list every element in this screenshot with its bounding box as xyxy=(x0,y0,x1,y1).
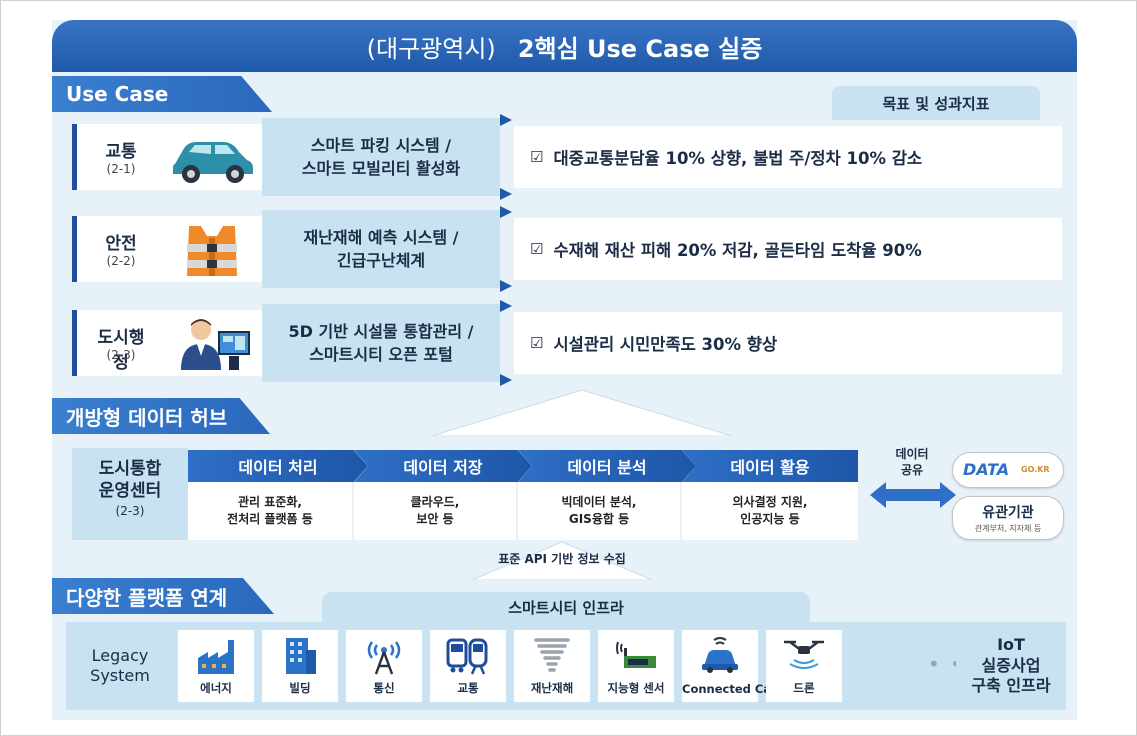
use-case-title-box: 스마트 파킹 시스템 / 스마트 모빌리티 활성화 xyxy=(262,118,500,196)
infra-tile-connected-car: Connected Car xyxy=(682,630,777,702)
double-arrow-icon xyxy=(870,482,956,508)
stage-utilization: 데이터 활용 xyxy=(682,450,858,482)
api-collect-arrow xyxy=(472,542,652,580)
title-prefix: (대구광역시) xyxy=(366,34,496,63)
infra-label: 지능형 센서 xyxy=(607,681,665,695)
bus-train-icon xyxy=(446,638,488,675)
data-portal-badge: DATA GO.KR xyxy=(952,452,1064,488)
diagram-panel: (대구광역시) 2핵심 Use Case 실증 Use Case 목표 및 성과… xyxy=(52,20,1077,720)
checkbox-icon: ☑ xyxy=(530,240,544,258)
infra-label: 드론 xyxy=(793,681,815,695)
operation-center-label: 도시통합 운영센터 xyxy=(98,459,162,502)
car-icon xyxy=(173,142,253,183)
stage-processing: 데이터 처리 xyxy=(188,450,368,482)
use-case-code: (2-2) xyxy=(106,254,136,268)
stage-analysis: 데이터 분석 xyxy=(518,450,696,482)
tornado-icon xyxy=(534,638,570,672)
iot-infra-label: IoT 실증사업 구축 인프라 xyxy=(956,622,1066,710)
use-case-title-box: 재난재해 예측 시스템 / 긴급구난체계 xyxy=(262,210,500,288)
infra-label: 교통 xyxy=(457,681,479,695)
goal-box: ☑ 대중교통분담율 10% 상향, 불법 주/정차 10% 감소 xyxy=(514,126,1062,188)
hub-to-usecase-arrow xyxy=(432,390,732,436)
infra-tile-energy: 에너지 xyxy=(178,630,254,702)
goal-header: 목표 및 성과지표 xyxy=(832,86,1040,120)
data-hub-section-header: 개방형 데이터 허브 xyxy=(52,398,270,434)
flow-arrows xyxy=(500,114,512,200)
stage-desc-box: 의사결정 지원, 인공지능 등 xyxy=(682,482,858,540)
data-sharing-label: 데이터 공유 xyxy=(895,447,929,478)
title-bar: (대구광역시) 2핵심 Use Case 실증 xyxy=(52,20,1077,72)
data-portal-logo: DATA xyxy=(963,460,1010,479)
legacy-system-label: Legacy System xyxy=(90,646,150,685)
use-case-label: 안전 xyxy=(105,234,137,254)
goal-text: 대중교통분담율 10% 상향, 불법 주/정차 10% 감소 xyxy=(553,149,923,168)
api-note: 표준 API 기반 정보 수집 xyxy=(498,552,626,566)
stage-desc-box: 클라우드, 보안 등 xyxy=(354,482,516,540)
use-case-label-box: 도시행정 (2-3) xyxy=(72,310,266,376)
use-case-code: (2-3) xyxy=(106,348,136,362)
infra-label: 통신 xyxy=(373,681,395,695)
goal-box: ☑ 수재해 재산 피해 20% 저감, 골든타임 도착율 90% xyxy=(514,218,1062,280)
use-case-title: 5D 기반 시설물 통합관리 / 스마트시티 오픈 포털 xyxy=(288,321,474,364)
life-vest-icon xyxy=(187,226,237,276)
use-case-row-traffic: 교통 (2-1) 스마트 파킹 시스템 / 스마트 모빌리티 활성화 ☑ 대중교… xyxy=(72,114,1062,200)
checkbox-icon: ☑ xyxy=(530,148,544,166)
operation-center-code: (2-3) xyxy=(115,504,145,519)
agency-sub: 관계부처, 지자체 등 xyxy=(974,524,1042,533)
infra-label: Connected Car xyxy=(682,682,777,696)
use-case-label-box: 안전 (2-2) xyxy=(72,216,266,282)
infra-label: 빌딩 xyxy=(289,681,311,695)
use-case-code: (2-1) xyxy=(106,162,136,176)
goal-text: 수재해 재산 피해 20% 저감, 골든타임 도착율 90% xyxy=(553,241,922,260)
checkbox-icon: ☑ xyxy=(530,334,544,352)
infra-header: 스마트시티 인프라 xyxy=(322,592,810,622)
title-main: 2핵심 Use Case 실증 xyxy=(517,34,763,63)
antenna-icon xyxy=(367,641,401,675)
use-case-title: 스마트 파킹 시스템 / 스마트 모빌리티 활성화 xyxy=(301,135,461,178)
infra-tile-disaster: 재난재해 xyxy=(514,630,590,702)
stage-storage: 데이터 저장 xyxy=(354,450,532,482)
platform-section-header: 다양한 플랫폼 연계 xyxy=(52,578,274,614)
use-case-label: 도시행정 xyxy=(97,328,145,373)
use-case-title: 재난재해 예측 시스템 / 긴급구난체계 xyxy=(303,227,459,270)
infra-tile-traffic: 교통 xyxy=(430,630,506,702)
related-agency-badge: 유관기관 관계부처, 지자체 등 xyxy=(952,496,1064,540)
infra-tile-building: 빌딩 xyxy=(262,630,338,702)
use-case-title-box: 5D 기반 시설물 통합관리 / 스마트시티 오픈 포털 xyxy=(262,304,500,382)
flow-arrows xyxy=(500,206,512,292)
stage-desc: 의사결정 지원, 인공지능 등 xyxy=(732,495,808,526)
infra-tile-telecom: 통신 xyxy=(346,630,422,702)
use-case-label: 교통 xyxy=(105,142,137,162)
connected-car-icon xyxy=(702,637,738,673)
stage-desc: 관리 표준화, 전처리 플랫폼 등 xyxy=(227,495,313,526)
goal-text: 시설관리 시민만족도 30% 향상 xyxy=(553,335,778,354)
goal-box: ☑ 시설관리 시민만족도 30% 향상 xyxy=(514,312,1062,374)
data-portal-sub: GO.KR xyxy=(1021,465,1050,474)
use-case-section-header: Use Case xyxy=(52,76,272,112)
agency-label: 유관기관 xyxy=(982,505,1034,521)
infra-label: 에너지 xyxy=(200,681,232,695)
use-case-row-administration: 도시행정 (2-3) 5D 기반 시설물 통합관리 / 스마트시티 오픈 포털 … xyxy=(72,300,1062,386)
use-case-row-safety: 안전 (2-2) 재난재해 예측 시스템 / 긴급구난체계 ☑ 수재해 재산 피… xyxy=(72,206,1062,292)
infra-tile-sensor: 지능형 센서 xyxy=(598,630,674,702)
infra-strip: Legacy System 에너지 빌딩 통신 xyxy=(66,622,1066,710)
factory-icon xyxy=(198,640,234,674)
use-case-label-box: 교통 (2-1) xyxy=(72,124,266,190)
stage-desc-box: 관리 표준화, 전처리 플랫폼 등 xyxy=(188,482,352,540)
drone-icon xyxy=(784,640,824,669)
building-icon xyxy=(286,638,316,674)
infra-label: 재난재해 xyxy=(530,681,574,695)
stage-desc: 빅데이터 분석, GIS융합 등 xyxy=(561,495,637,526)
stage-desc-box: 빅데이터 분석, GIS융합 등 xyxy=(518,482,680,540)
infra-tile-drone: 드론 xyxy=(766,630,842,702)
administrator-icon xyxy=(181,319,250,370)
flow-arrows xyxy=(500,300,512,386)
operation-center-box: 도시통합 운영센터 (2-3) xyxy=(72,448,188,540)
stage-desc: 클라우드, 보안 등 xyxy=(410,495,460,526)
sensor-icon xyxy=(616,641,656,668)
